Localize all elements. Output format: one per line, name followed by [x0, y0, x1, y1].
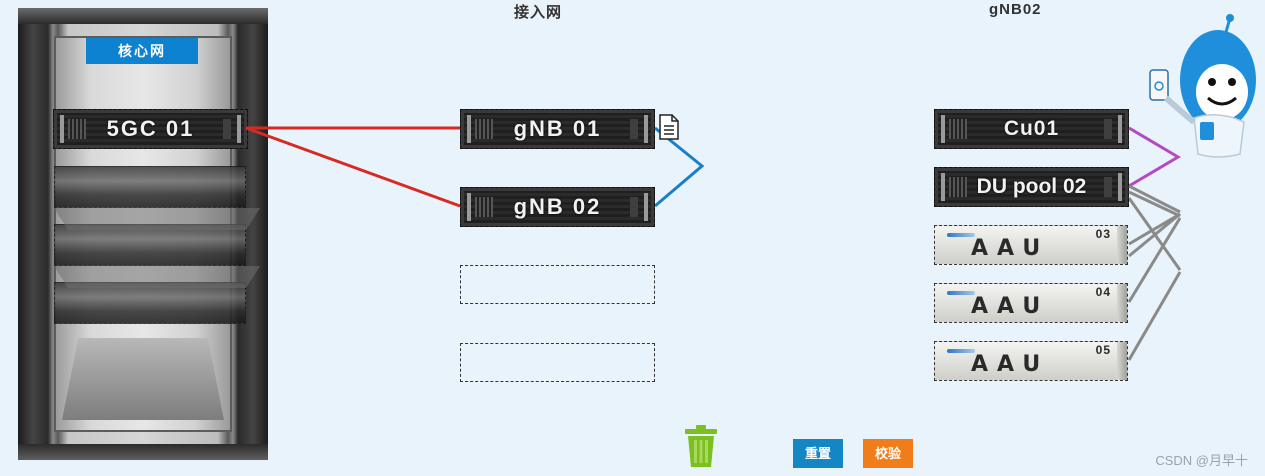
unit-ear: [237, 115, 241, 143]
link-du-aau: [1129, 272, 1180, 360]
cu-01-label: Cu01: [935, 117, 1128, 141]
unit-ear: [644, 115, 648, 143]
rack-shelf: [54, 208, 260, 230]
unit-grille: [1104, 119, 1112, 139]
link-du-aau: [1129, 214, 1180, 256]
rack-base: [62, 338, 224, 420]
trash-icon[interactable]: [684, 424, 718, 473]
aau-05-unit[interactable]: AAU 05: [934, 341, 1128, 381]
core-5gc-label: 5GC 01: [54, 116, 247, 142]
empty-slot[interactable]: [460, 343, 655, 382]
gnb-01-unit[interactable]: gNB 01: [460, 109, 655, 149]
core-5gc-unit[interactable]: 5GC 01: [53, 109, 248, 149]
aau-number: 04: [1096, 285, 1111, 299]
rack-slot[interactable]: [54, 166, 246, 208]
reset-button[interactable]: 重置: [793, 439, 843, 468]
cu-01-unit[interactable]: Cu01: [934, 109, 1129, 149]
aau-edge: [1117, 284, 1127, 322]
rack-top: [18, 8, 268, 24]
empty-slot[interactable]: [460, 265, 655, 304]
aau-03-unit[interactable]: AAU 03: [934, 225, 1128, 265]
du-pool-02-unit[interactable]: DU pool 02: [934, 167, 1129, 207]
access-network-title: 接入网: [514, 1, 562, 22]
link-du-aau: [1129, 198, 1180, 270]
rack-label: 核心网: [86, 38, 198, 64]
unit-ear: [1118, 115, 1122, 143]
verify-button[interactable]: 校验: [863, 439, 913, 468]
rack-slot[interactable]: [54, 224, 246, 266]
gnb-detail-title: gNB02: [989, 1, 1042, 18]
unit-ear: [644, 193, 648, 221]
unit-grille: [223, 119, 231, 139]
link-du-aau: [1129, 214, 1180, 244]
aau-label: AAU: [971, 352, 1049, 377]
unit-grille: [1104, 177, 1112, 197]
document-icon[interactable]: [657, 114, 681, 145]
link-5gc-gnb02: [246, 128, 460, 206]
aau-04-unit[interactable]: AAU 04: [934, 283, 1128, 323]
gnb-01-label: gNB 01: [461, 116, 654, 142]
gnb-02-unit[interactable]: gNB 02: [460, 187, 655, 227]
link-du-aau: [1129, 192, 1180, 216]
aau-number: 05: [1096, 343, 1111, 357]
unit-grille: [630, 197, 638, 217]
aau-edge: [1117, 226, 1127, 264]
robot-mascot-icon: [1146, 14, 1256, 165]
core-network-rack: 核心网 5GC 01: [18, 8, 268, 460]
aau-edge: [1117, 342, 1127, 380]
unit-ear: [1118, 173, 1122, 201]
watermark: CSDN @月早十: [1155, 450, 1248, 469]
unit-grille: [630, 119, 638, 139]
rack-bottom: [18, 444, 268, 460]
rack-slot[interactable]: [54, 282, 246, 324]
gnb-02-label: gNB 02: [461, 194, 654, 220]
aau-label: AAU: [971, 236, 1049, 261]
aau-label: AAU: [971, 294, 1049, 319]
rack-shelf: [54, 266, 260, 288]
aau-number: 03: [1096, 227, 1111, 241]
link-du-aau: [1129, 218, 1180, 302]
du-pool-02-label: DU pool 02: [935, 175, 1128, 199]
link-du-aau: [1129, 186, 1180, 212]
